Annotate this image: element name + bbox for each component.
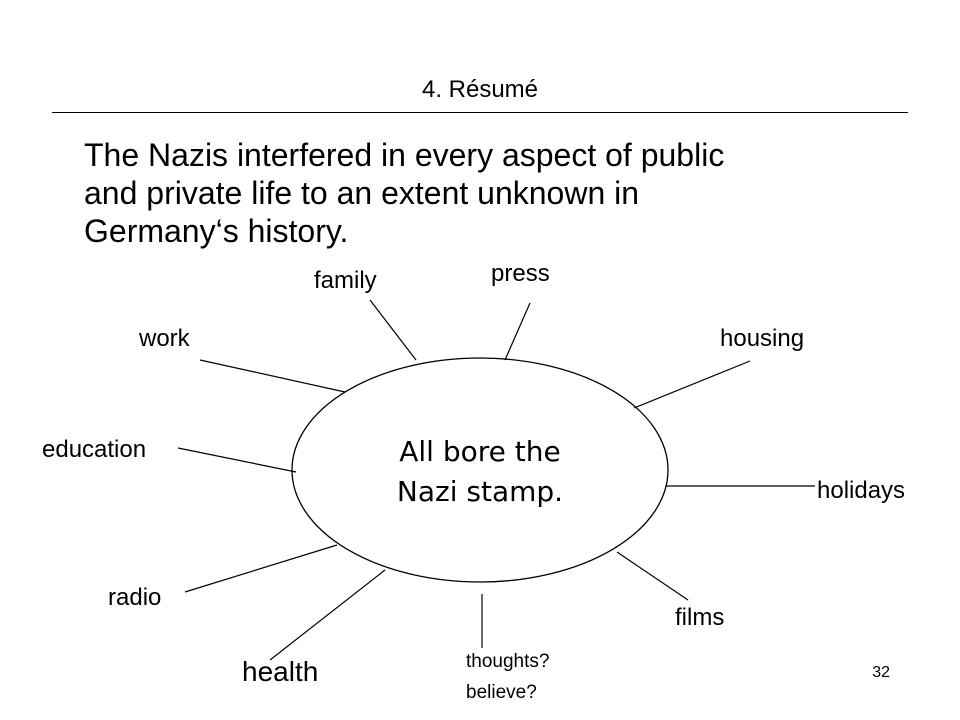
- slide-title: 4. Résumé: [421, 76, 539, 103]
- label-education: education: [42, 436, 147, 463]
- spoke-health: [269, 569, 386, 661]
- spoke-films: [616, 551, 689, 601]
- spoke-radio: [184, 544, 338, 593]
- intro-line-1: The Nazis interfered in every aspect of …: [84, 137, 725, 173]
- spoke-housing: [633, 360, 751, 409]
- center-line-1: All bore the: [399, 435, 561, 468]
- title-divider: [52, 112, 908, 113]
- page-number: 32: [872, 664, 890, 681]
- intro-text: The Nazis interfered in every aspect of …: [84, 136, 874, 250]
- center-text: All bore the Nazi stamp.: [330, 432, 630, 512]
- center-ellipse: [291, 357, 669, 583]
- intro-line-3: Germany‘s history.: [84, 213, 349, 249]
- label-holidays: holidays: [817, 477, 906, 504]
- label-radio: radio: [108, 584, 162, 611]
- intro-line-2: and private life to an extent unknown in: [84, 175, 640, 211]
- spoke-work: [199, 359, 346, 393]
- label-health: health: [242, 656, 319, 687]
- label-thoughts: thoughts?: [466, 651, 550, 672]
- label-housing: housing: [720, 325, 805, 352]
- label-press: press: [491, 260, 550, 287]
- label-films: films: [675, 604, 725, 631]
- spoke-education: [177, 447, 297, 473]
- center-line-2: Nazi stamp.: [396, 475, 564, 508]
- label-thoughts-believe: thoughts? believe?: [466, 646, 549, 708]
- label-believe: believe?: [466, 682, 537, 703]
- label-family: family: [314, 267, 377, 294]
- label-work: work: [139, 325, 190, 352]
- spoke-family: [369, 299, 417, 361]
- spoke-press: [504, 302, 531, 361]
